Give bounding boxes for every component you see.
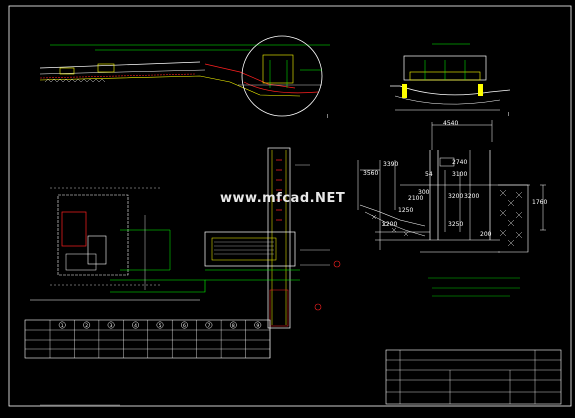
dim-54: 54 [425, 171, 433, 178]
table-head-circle [205, 321, 213, 329]
dim-3560: 3560 [363, 170, 379, 177]
dim-1250: 1250 [398, 207, 414, 214]
channel-structure [204, 147, 341, 329]
table-head-circle [107, 321, 115, 329]
table-head-label: 2 [85, 323, 88, 329]
table-head-circle [180, 321, 188, 329]
table-head-circle [254, 321, 262, 329]
dim-3100: 3100 [452, 171, 468, 178]
dim-200: 200 [480, 231, 492, 238]
dim-1760: 1760 [532, 199, 548, 206]
table-head-label: 1 [61, 323, 64, 329]
watermark: www.mfcad.NET [220, 191, 346, 206]
table-head-circle [83, 321, 91, 329]
table-head-circle [229, 321, 237, 329]
table-head-circle [132, 321, 140, 329]
dim-3390: 3390 [383, 161, 399, 168]
quantity-table [24, 319, 271, 359]
table-head-circle [58, 321, 66, 329]
table-head-label: 4 [134, 323, 137, 329]
dim-4540: 4540 [443, 120, 459, 127]
drawing-border [8, 5, 572, 407]
dim-2100: 2100 [408, 195, 424, 202]
dim-1200: 1200 [382, 221, 398, 228]
section-mark-b: I [508, 112, 510, 118]
dim-3250: 3250 [448, 221, 464, 228]
dim-300: 300 [418, 189, 430, 196]
table-head-label: 5 [159, 323, 162, 329]
table-head-label: 8 [232, 323, 235, 329]
dim-3200b: 3200 [464, 193, 480, 200]
table-head-label: 7 [207, 323, 210, 329]
table-head-label: 3 [110, 323, 113, 329]
table-head-circle [156, 321, 164, 329]
dim-3200: 3200 [448, 193, 464, 200]
building-plan [30, 187, 206, 301]
section-mark-a: I [327, 114, 329, 120]
table-head-label: 6 [183, 323, 186, 329]
profile-elevation [39, 35, 330, 117]
table-head-label: 9 [256, 323, 259, 329]
title-block [385, 349, 562, 405]
quantity-table-columns: 1 2 3 4 5 6 7 8 9 [49, 320, 271, 358]
dim-2740: 2740 [452, 159, 468, 166]
section-detail-right [357, 120, 546, 297]
section-top-right [390, 43, 511, 111]
